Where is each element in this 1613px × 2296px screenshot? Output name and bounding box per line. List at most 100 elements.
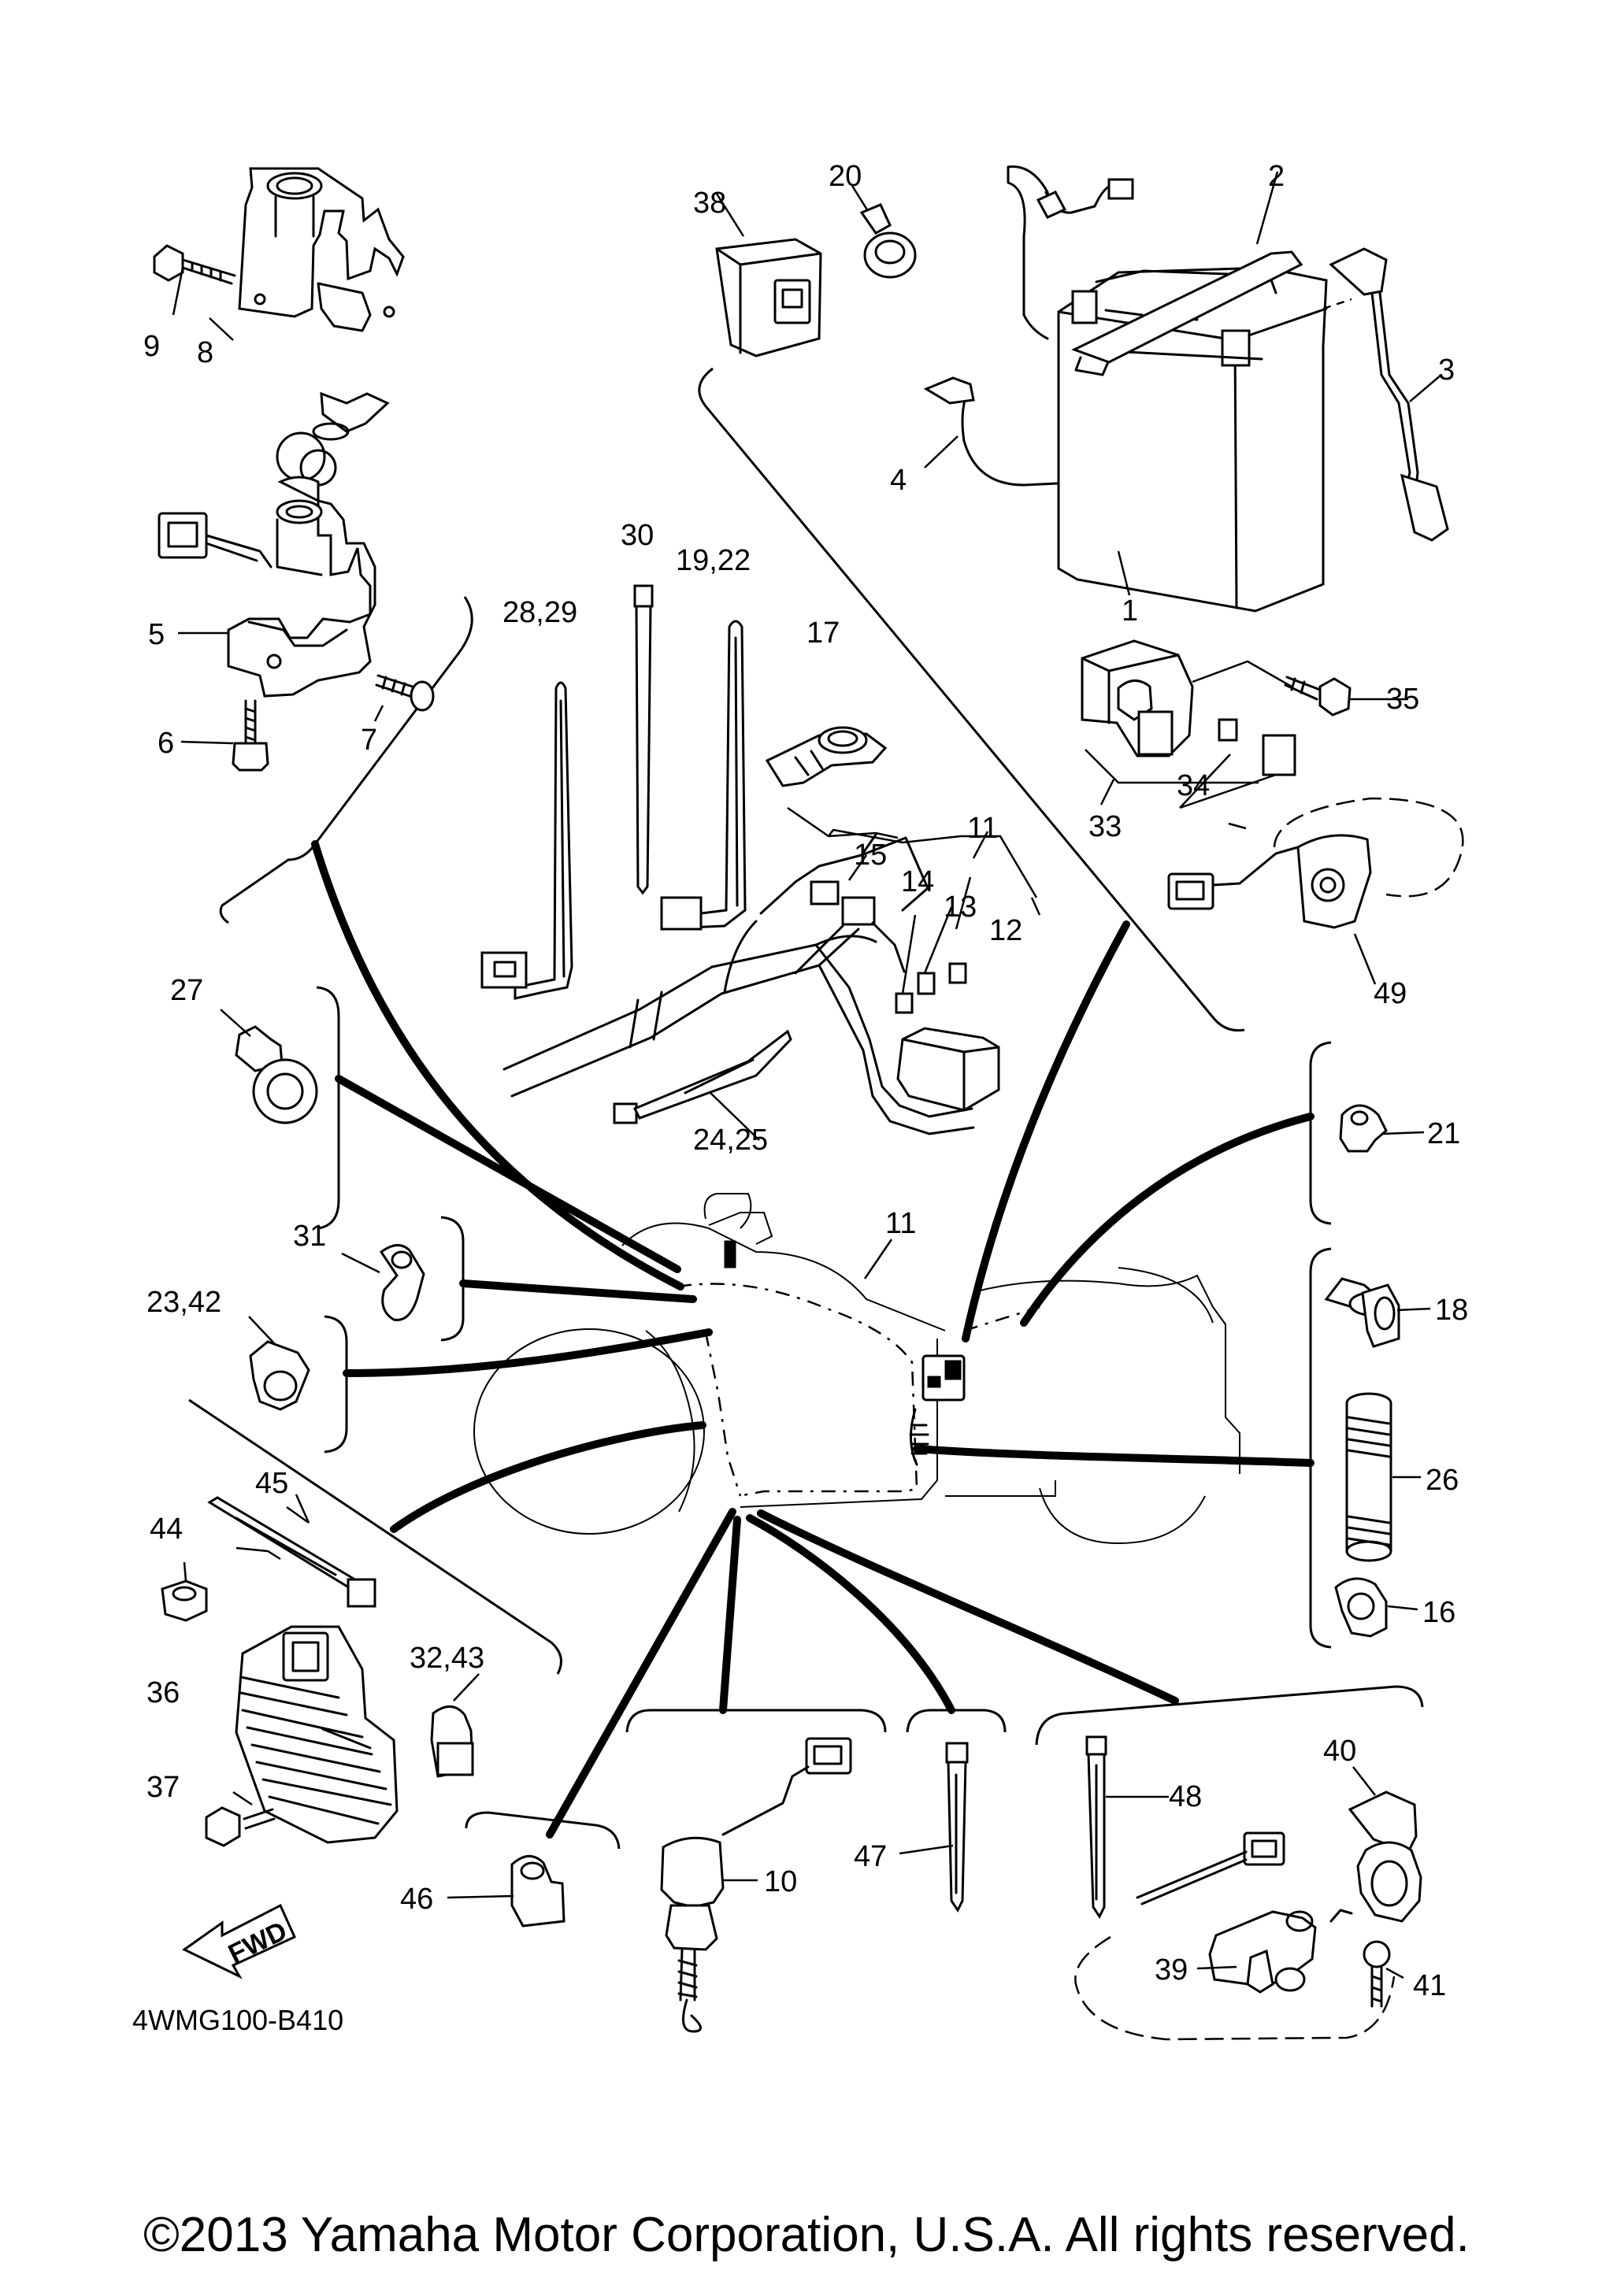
callout-39: 39 xyxy=(1155,1953,1188,1987)
clamp-17 xyxy=(765,726,888,787)
callout-41: 41 xyxy=(1413,1969,1446,2002)
cam-40 xyxy=(1348,1791,1422,1923)
callout-24-25: 24,25 xyxy=(693,1124,768,1157)
panel-bracket-27 xyxy=(316,986,340,1230)
callout-labels: 1 2 3 4 5 6 7 8 9 10 11 11 12 13 14 15 1… xyxy=(143,160,1468,2002)
callout-46: 46 xyxy=(400,1883,433,1916)
relay-38 xyxy=(715,238,822,357)
callout-10: 10 xyxy=(764,1865,797,1898)
callout-37: 37 xyxy=(146,1771,180,1804)
callout-17: 17 xyxy=(806,617,840,650)
callout-23-42: 23,42 xyxy=(146,1286,221,1319)
callout-32-43: 32,43 xyxy=(410,1642,484,1675)
main-harness-center xyxy=(677,1240,1040,1498)
sidestand-switch-39 xyxy=(1074,1831,1396,2041)
clamp-46 xyxy=(510,1855,565,1928)
callout-19-22: 19,22 xyxy=(676,544,751,577)
screw-41 xyxy=(1363,1940,1391,2008)
lead-lines xyxy=(311,840,1315,1839)
clamp-16 xyxy=(1334,1577,1388,1638)
sensor-10 xyxy=(660,1737,852,2033)
panel-clamp-21 xyxy=(1309,1041,1332,1225)
panel-right-column xyxy=(1309,1247,1332,1649)
callout-13: 13 xyxy=(944,891,977,924)
callout-5: 5 xyxy=(148,618,165,651)
callout-49: 49 xyxy=(1374,977,1407,1010)
panel-battery xyxy=(698,367,1245,1032)
callout-38: 38 xyxy=(693,187,726,220)
callout-33: 33 xyxy=(1088,810,1122,843)
panel-rectifier xyxy=(188,1398,562,1675)
callout-3: 3 xyxy=(1438,354,1455,387)
battery-lead-3 xyxy=(1322,247,1449,542)
tie-48 xyxy=(1085,1735,1107,1919)
clamp-32-43 xyxy=(430,1705,474,1778)
callout-31: 31 xyxy=(293,1220,326,1253)
callout-47: 47 xyxy=(854,1840,887,1873)
tie-24-25 xyxy=(613,1029,792,1124)
callout-18: 18 xyxy=(1435,1294,1468,1327)
tie-45 xyxy=(207,1496,376,1608)
tie-30 xyxy=(633,584,654,895)
clip-21 xyxy=(1339,1104,1388,1153)
callout-8: 8 xyxy=(197,336,213,369)
band-19-22 xyxy=(660,620,747,931)
callout-16: 16 xyxy=(1422,1596,1455,1629)
bolt-37 xyxy=(205,1806,276,1847)
band-28-29 xyxy=(480,681,573,1000)
callout-11a: 11 xyxy=(967,812,998,845)
callout-21: 21 xyxy=(1427,1117,1460,1150)
panel-clamp-31 xyxy=(440,1216,465,1342)
callout-14: 14 xyxy=(901,865,934,898)
callout-36: 36 xyxy=(146,1676,180,1709)
main-switch-assembly xyxy=(158,391,390,698)
ignition-bracket xyxy=(238,167,405,332)
callout-4: 4 xyxy=(890,464,907,497)
bolt-9 xyxy=(153,244,236,285)
motorcycle-outline xyxy=(473,1193,1240,1545)
callout-26: 26 xyxy=(1426,1464,1459,1497)
panel-clamp-46 xyxy=(465,1811,621,1850)
callout-11b: 11 xyxy=(885,1207,916,1240)
part-code: 4WMG100-B410 xyxy=(132,2004,343,2036)
fwd-arrow: FWD xyxy=(182,1903,296,1979)
callout-15: 15 xyxy=(854,839,887,872)
callout-34: 34 xyxy=(1177,769,1210,802)
panel-sidestand xyxy=(1035,1685,1424,1746)
clamp-27 xyxy=(235,1025,318,1124)
callout-7: 7 xyxy=(361,724,377,757)
fuse-34 xyxy=(1218,718,1296,776)
battery-lead-4 xyxy=(923,165,1134,487)
callout-27: 27 xyxy=(170,974,203,1007)
copyright-notice: ©2013 Yamaha Motor Corporation, U.S.A. A… xyxy=(143,2208,1470,2262)
callout-35: 35 xyxy=(1386,683,1419,716)
panel-tie-47 xyxy=(906,1709,1007,1733)
callout-30: 30 xyxy=(621,519,654,552)
callout-12: 12 xyxy=(989,914,1022,947)
battery-band-2 xyxy=(1071,250,1303,376)
callout-40: 40 xyxy=(1323,1735,1356,1768)
callout-9: 9 xyxy=(143,330,160,363)
callout-6: 6 xyxy=(158,727,174,760)
callout-28-29: 28,29 xyxy=(502,596,577,629)
callout-45: 45 xyxy=(255,1467,288,1500)
clamp-18 xyxy=(1324,1277,1400,1348)
callout-1: 1 xyxy=(1122,594,1138,628)
callout-48: 48 xyxy=(1169,1780,1202,1813)
sensor-49 xyxy=(1167,797,1464,929)
callout-44: 44 xyxy=(150,1513,183,1546)
screw-7 xyxy=(375,674,435,712)
screw-6 xyxy=(232,699,269,772)
stud-26 xyxy=(1345,1392,1392,1562)
clamp-23-42 xyxy=(249,1340,310,1411)
bracket-33-34 xyxy=(1085,749,1281,809)
harness-detail xyxy=(502,806,1041,1135)
clamp-31 xyxy=(379,1244,425,1321)
starter-relay-33 xyxy=(1081,639,1292,757)
callout-20: 20 xyxy=(829,160,862,193)
rectifier-36 xyxy=(235,1625,399,1844)
panel-sensor-10 xyxy=(625,1709,887,1733)
panel-ignition xyxy=(219,596,473,924)
callout-2: 2 xyxy=(1268,160,1285,193)
